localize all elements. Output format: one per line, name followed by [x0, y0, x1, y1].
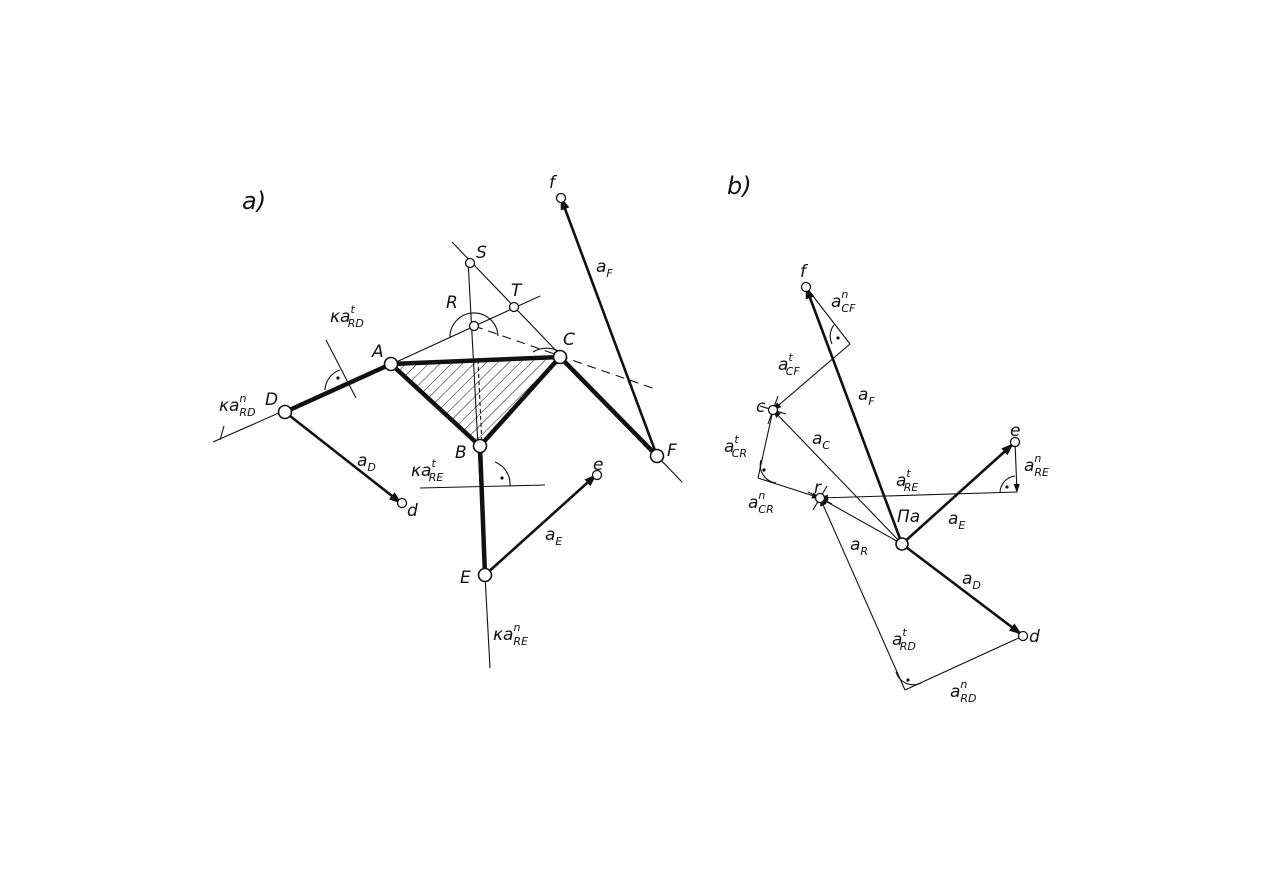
- joint-B: [472, 438, 488, 454]
- point-e: [591, 469, 603, 481]
- b-label-aE: aE: [948, 509, 965, 532]
- label-r-b: r: [814, 478, 822, 498]
- joint-D: [277, 404, 293, 420]
- label-T: T: [511, 281, 523, 301]
- line-R-B-through-body: [477, 359, 483, 447]
- label-F: F: [667, 441, 677, 461]
- a-label-aF: aF: [596, 257, 613, 280]
- panel-a-mechanism: a): [212, 173, 683, 669]
- vector-aREn: [1013, 441, 1020, 493]
- point-R: [468, 320, 480, 332]
- angle-arc-R: [449, 312, 499, 339]
- joint-F: [649, 448, 665, 464]
- point-S: [464, 257, 476, 269]
- point-f-b: [800, 281, 812, 293]
- right-angle-arc-rd: [895, 671, 922, 686]
- joint-A: [383, 356, 399, 372]
- label-f-b: f: [800, 262, 809, 282]
- joint-E: [477, 567, 493, 583]
- a-label-aD: aD: [357, 451, 376, 474]
- right-angle-dot-B: [500, 476, 504, 480]
- vector-aD: [284, 410, 403, 505]
- label-d: d: [407, 501, 418, 521]
- right-angle-arc-re: [999, 475, 1016, 494]
- right-angle-dot-cf: [836, 336, 840, 340]
- bar-DA: [282, 361, 394, 415]
- point-r-b: [814, 492, 826, 504]
- b-label-aR: aR: [850, 535, 868, 558]
- right-angle-dot-re: [1005, 485, 1009, 489]
- point-d-b: [1017, 630, 1029, 642]
- line-perp-DA: [325, 339, 357, 399]
- label-d-b: d: [1029, 627, 1040, 647]
- bar-BE: [477, 443, 488, 578]
- label-e-b: e: [1010, 421, 1020, 441]
- label-c-b: c: [756, 397, 766, 417]
- right-angle-dot-rd: [906, 678, 910, 682]
- right-angle-dot-D: [336, 376, 340, 380]
- panel-label-a: a): [242, 187, 266, 215]
- right-angle-arc-B: [494, 461, 511, 487]
- joint-C: [552, 349, 568, 365]
- vector-aREt: [819, 491, 1018, 501]
- vector-aF: [559, 196, 659, 457]
- label-f: f: [549, 173, 558, 193]
- right-angle-arc-D: [324, 369, 341, 391]
- vector-aE: [484, 474, 597, 576]
- right-angle-dot-cr: [762, 468, 766, 472]
- label-D: D: [265, 390, 278, 410]
- rigid-body-ABC: [388, 354, 563, 449]
- label-S: S: [476, 243, 487, 263]
- vector-aRDt: [819, 497, 906, 691]
- vector-aF-b: [804, 285, 904, 545]
- label-R: R: [446, 293, 458, 313]
- tick-kaRDn: [219, 425, 225, 441]
- a-label-aE: aE: [545, 525, 562, 548]
- vector-aR: [819, 497, 903, 545]
- point-T: [508, 301, 520, 313]
- label-B: B: [455, 443, 467, 463]
- point-f: [555, 192, 567, 204]
- label-pole: Πa: [897, 507, 920, 527]
- b-label-aF: aF: [858, 385, 875, 408]
- label-E: E: [460, 568, 471, 588]
- vector-aCRn: [757, 477, 821, 499]
- vector-aD-b: [901, 542, 1023, 636]
- pole-point: [895, 537, 909, 551]
- label-e: e: [593, 455, 603, 475]
- panel-label-b: b): [727, 172, 752, 200]
- point-c-b: [767, 404, 779, 416]
- label-C: C: [563, 330, 575, 350]
- vector-aCFt: [772, 343, 851, 411]
- line-aRDn: [904, 635, 1024, 691]
- point-d: [396, 497, 408, 509]
- right-angle-arc-cr: [759, 459, 777, 484]
- b-label-aC: aC: [812, 429, 830, 452]
- vector-aC: [772, 409, 903, 545]
- label-A: A: [371, 342, 384, 362]
- point-e-b: [1009, 436, 1021, 448]
- vector-aE-b: [901, 443, 1014, 545]
- panel-b-acceleration-plan: b) f: [724, 172, 1049, 705]
- bar-CF: [557, 354, 660, 459]
- b-label-aD: aD: [962, 569, 981, 592]
- right-angle-arc-cf: [829, 324, 835, 345]
